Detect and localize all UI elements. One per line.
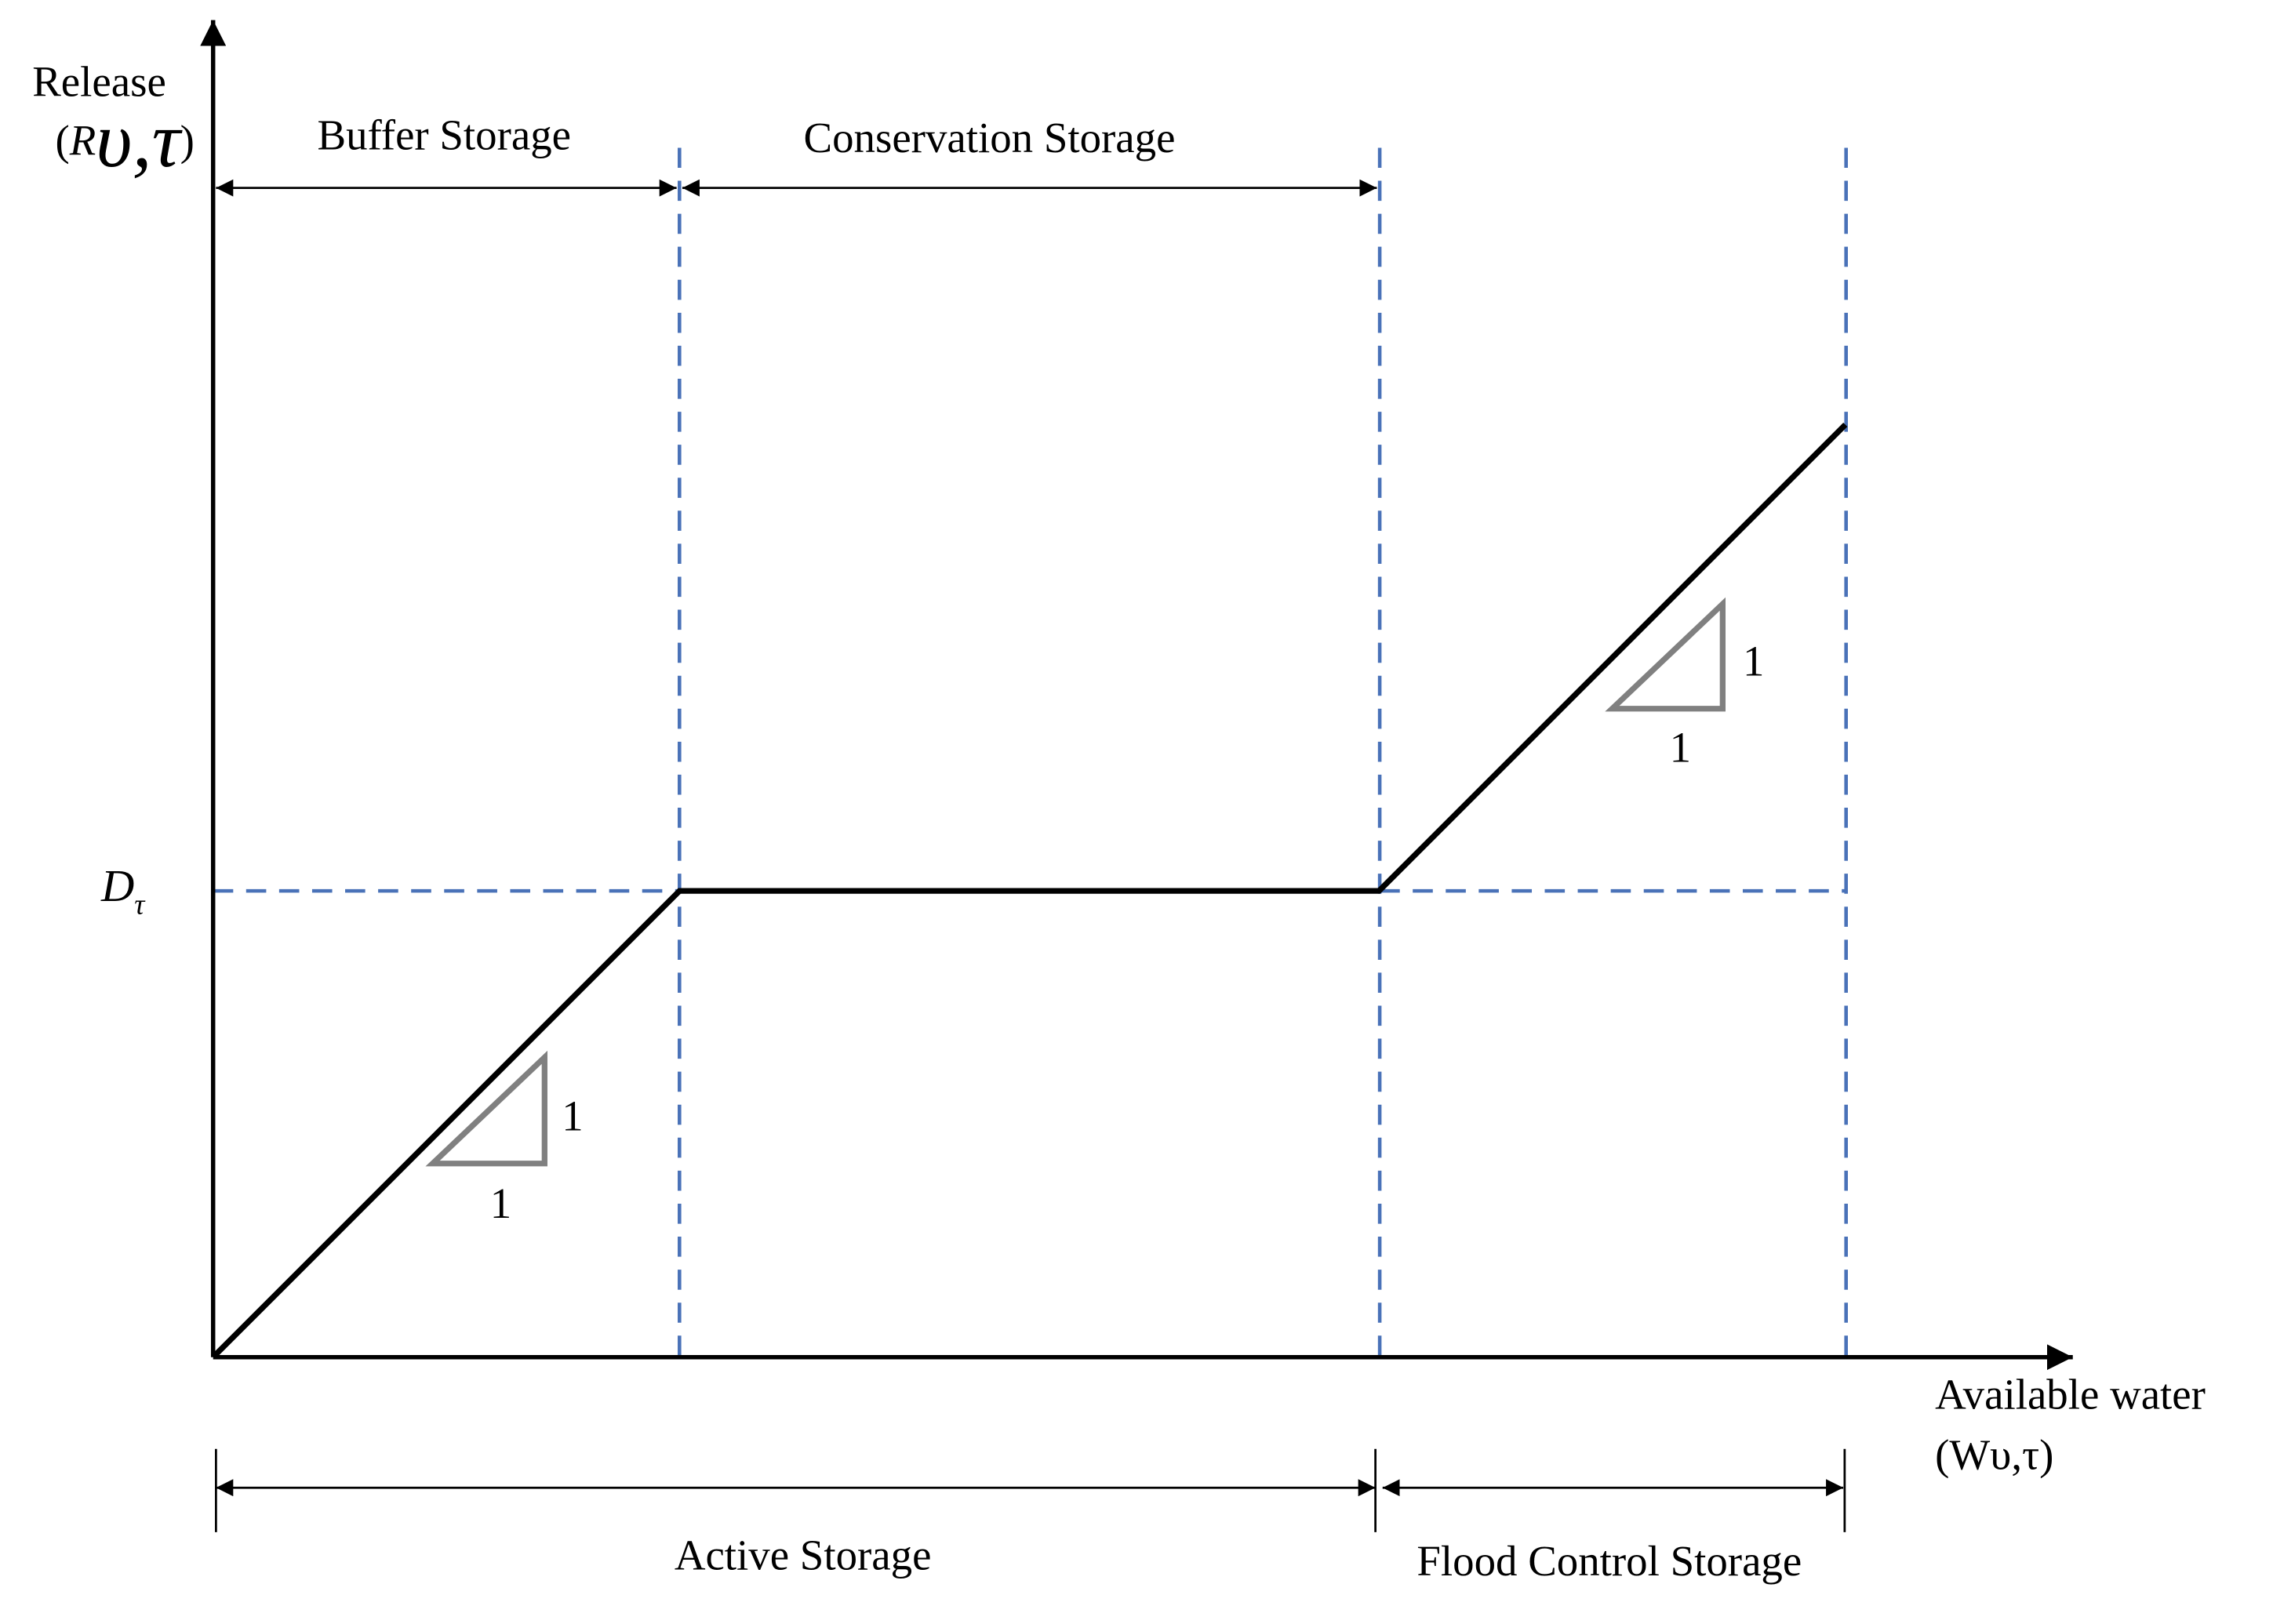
demand-level-main: D [100, 860, 134, 911]
demand-level-sub: τ [134, 888, 146, 920]
x-axis-symbol: (Wυ,τ) [1935, 1430, 2053, 1478]
flood-control-storage-label: Flood Control Storage [1417, 1537, 1802, 1585]
y-axis-symbol-sub: υ,τ [96, 96, 183, 183]
release-curve [211, 422, 1848, 1360]
lower-slope-rise-label: 1 [562, 1092, 583, 1140]
upper-slope-triangle [1605, 597, 1726, 712]
demand-level-label: Dτ [100, 860, 146, 920]
y-axis-title: Release [32, 58, 166, 106]
y-axis-symbol: (Rυ,τ) [55, 96, 194, 183]
buffer-storage-label: Buffer Storage [317, 111, 571, 158]
active-storage-label: Active Storage [675, 1531, 932, 1579]
conservation-storage-label: Conservation Storage [803, 114, 1175, 162]
lower-slope-triangle [425, 1050, 547, 1167]
span-arrows [215, 179, 1846, 1532]
guide-lines [213, 147, 1848, 1357]
y-axis-symbol-main: R [69, 117, 96, 165]
upper-slope-run-label: 1 [1670, 723, 1691, 771]
x-axis-title: Available water [1935, 1371, 2206, 1419]
upper-slope-rise-label: 1 [1743, 638, 1764, 685]
lower-slope-run-label: 1 [490, 1179, 511, 1227]
